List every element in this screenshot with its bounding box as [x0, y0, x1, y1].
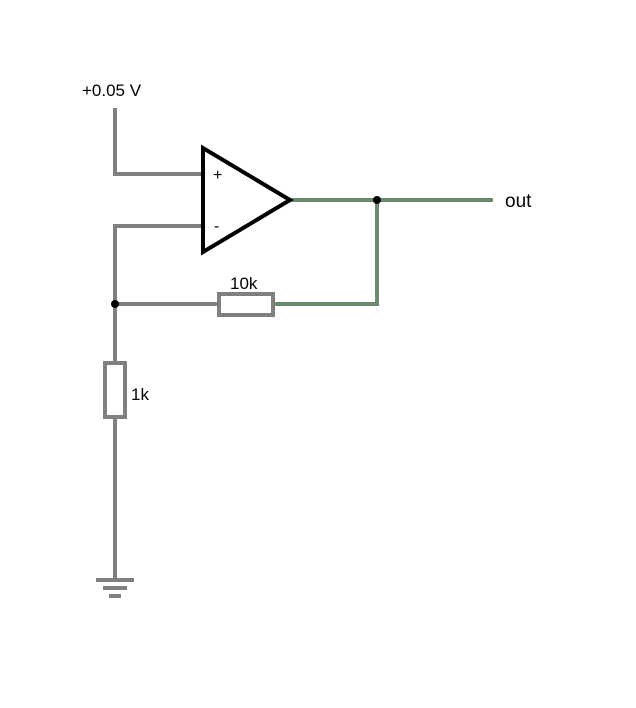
- op-amp-minus-sign: -: [214, 218, 219, 235]
- op-amp-plus-sign: +: [213, 167, 222, 184]
- supply-wire: [113, 108, 203, 176]
- input-node-dot: [111, 300, 119, 308]
- ground-resistor: [103, 361, 127, 419]
- output-label: out: [505, 191, 532, 212]
- output-node-dot: [373, 196, 381, 204]
- op-amp-symbol: [201, 144, 294, 256]
- inverting-input-wire: [113, 224, 203, 304]
- ground-icon: [96, 578, 134, 598]
- feedback-resistor: [217, 292, 275, 317]
- feedback-right-wire: [273, 200, 379, 306]
- feedback-resistor-label: 10k: [230, 274, 258, 293]
- ground-resistor-label: 1k: [131, 385, 149, 404]
- supply-voltage-label: +0.05 V: [82, 81, 142, 100]
